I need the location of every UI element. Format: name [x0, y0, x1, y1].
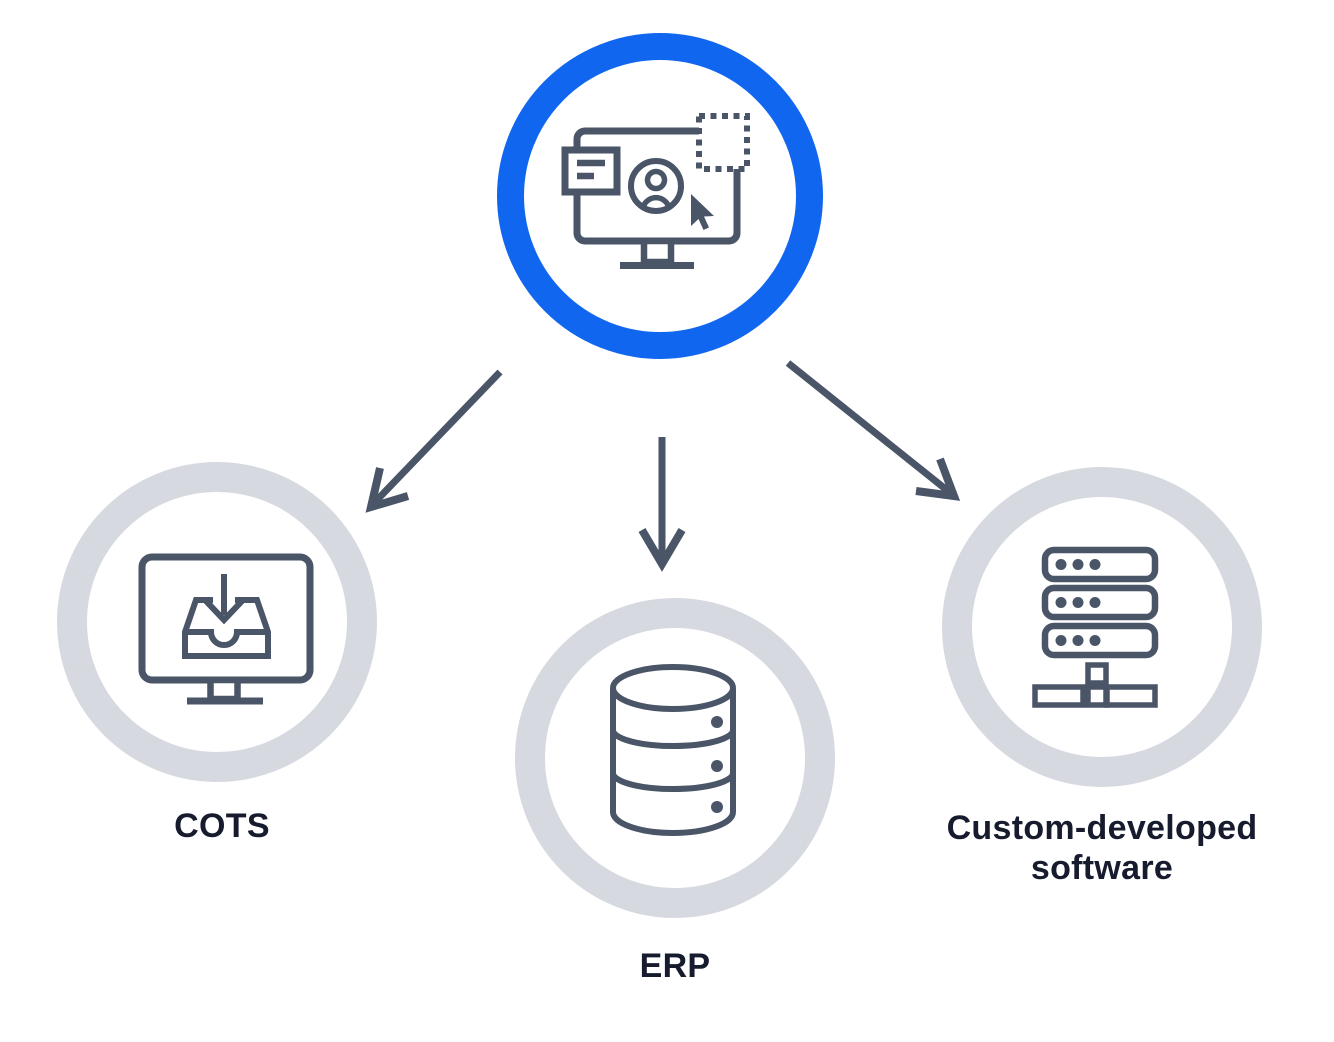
node-erp	[515, 598, 835, 918]
arrow-to-cots	[365, 369, 503, 513]
node-software-selection	[497, 33, 823, 359]
node-cots	[57, 462, 377, 782]
arrow-to-custom	[785, 360, 961, 501]
node-custom-software	[942, 467, 1262, 787]
arrow-to-erp	[638, 437, 686, 572]
label-erp: ERP	[639, 947, 711, 985]
label-cots: COTS	[174, 807, 270, 845]
label-custom-software: Custom-developed software	[946, 809, 1258, 887]
